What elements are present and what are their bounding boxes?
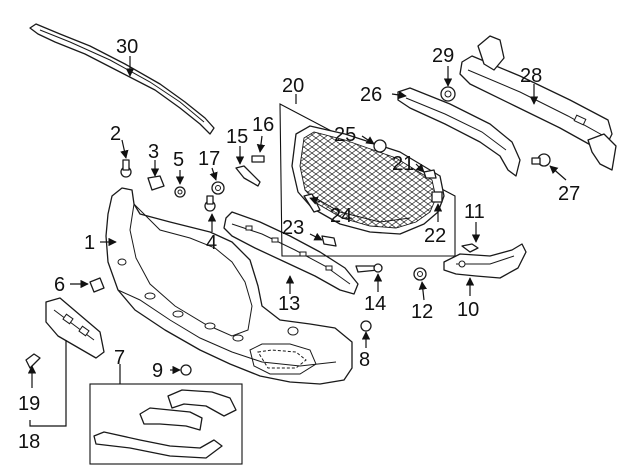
callout-28: 28 xyxy=(520,65,542,87)
callout-1: 1 xyxy=(84,232,95,254)
callout-6: 6 xyxy=(54,274,65,296)
callout-17: 17 xyxy=(198,148,220,170)
callout-21: 21 xyxy=(392,153,414,175)
callout-23: 23 xyxy=(282,217,304,239)
callout-7: 7 xyxy=(114,347,125,369)
callout-26: 26 xyxy=(360,84,382,106)
callout-4: 4 xyxy=(206,232,217,254)
energy-absorber xyxy=(397,87,521,177)
lower-reinforcement xyxy=(223,211,359,295)
callout-29: 29 xyxy=(432,45,454,67)
callout-labels: 1 2 3 4 5 6 7 8 9 10 11 12 13 14 15 16 1… xyxy=(18,36,580,453)
bumper-cover xyxy=(105,187,353,385)
callout-13: 13 xyxy=(278,293,300,315)
callout-5: 5 xyxy=(173,149,184,171)
fasteners xyxy=(25,86,551,376)
callout-3: 3 xyxy=(148,141,159,163)
leader-lines xyxy=(27,56,567,427)
callout-22: 22 xyxy=(424,225,446,247)
callout-9: 9 xyxy=(152,360,163,382)
callout-2: 2 xyxy=(110,123,121,145)
trim-kit-box xyxy=(89,383,243,465)
callout-14: 14 xyxy=(364,293,386,315)
callout-27: 27 xyxy=(558,183,580,205)
callout-30: 30 xyxy=(116,36,138,58)
callout-15: 15 xyxy=(226,126,248,148)
side-bracket xyxy=(443,243,527,279)
callout-19: 19 xyxy=(18,393,40,415)
callout-8: 8 xyxy=(359,349,370,371)
callout-12: 12 xyxy=(411,301,433,323)
callout-11: 11 xyxy=(464,201,485,223)
callout-10: 10 xyxy=(457,299,479,321)
callout-20: 20 xyxy=(282,75,304,97)
grille-assembly xyxy=(279,94,456,257)
callout-24: 24 xyxy=(330,205,352,227)
callout-18: 18 xyxy=(18,431,40,453)
callout-25: 25 xyxy=(334,124,356,146)
bumper-beam xyxy=(459,35,617,171)
license-plate-bracket xyxy=(45,297,105,359)
callout-16: 16 xyxy=(252,114,274,136)
